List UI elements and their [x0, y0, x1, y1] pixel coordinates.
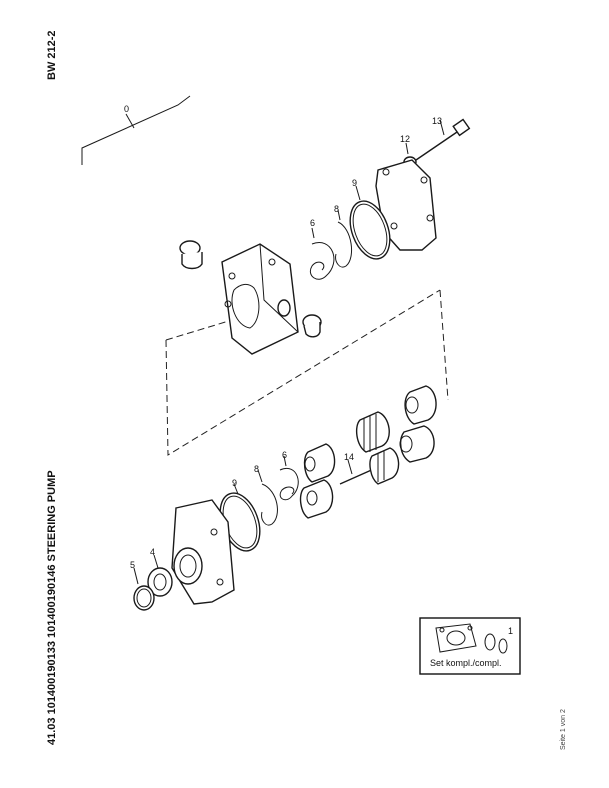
pump-housing-part — [221, 243, 299, 355]
callout-8-upper: 8 — [334, 204, 339, 214]
callout-1: 1 — [508, 626, 513, 636]
callout-0: 0 — [124, 104, 129, 114]
front-flange-part — [171, 499, 235, 605]
callout-12: 12 — [400, 134, 410, 144]
seal-ring-lower — [257, 469, 278, 526]
wire-ring-lower — [279, 455, 299, 501]
gasket-set-box: 1 Set kompl./compl. — [419, 617, 521, 675]
callout-4: 4 — [150, 547, 155, 557]
plug-bottom — [302, 314, 322, 338]
callout-5: 5 — [130, 560, 135, 570]
callout-13: 13 — [432, 116, 442, 126]
assembly-guide-lines — [165, 281, 449, 456]
assembly-bracket — [81, 95, 191, 165]
circlip-part — [133, 567, 155, 611]
o-ring-upper — [349, 185, 391, 260]
callout-6-upper: 6 — [310, 218, 315, 228]
rear-cover-part — [375, 159, 437, 251]
callout-9-lower: 9 — [232, 478, 237, 488]
callout-14: 14 — [344, 452, 354, 462]
plug-top — [179, 240, 203, 270]
bearing-bush-front-upper — [303, 443, 336, 483]
callout-6-lower: 6 — [282, 450, 287, 460]
bolt-part — [415, 118, 471, 161]
seal-ring-upper — [335, 209, 353, 268]
drive-gear-shaft-part — [339, 447, 400, 485]
callout-9-upper: 9 — [352, 178, 357, 188]
set-complete-label: Set kompl./compl. — [430, 658, 502, 668]
bearing-bush-lower — [399, 425, 435, 463]
bearing-bush-upper — [404, 385, 437, 425]
shaft-seal-part — [147, 554, 173, 597]
wire-ring-upper — [310, 227, 335, 280]
bearing-bush-front-lower — [299, 479, 334, 519]
callout-8-lower: 8 — [254, 464, 259, 474]
driven-gear-part — [355, 411, 390, 453]
